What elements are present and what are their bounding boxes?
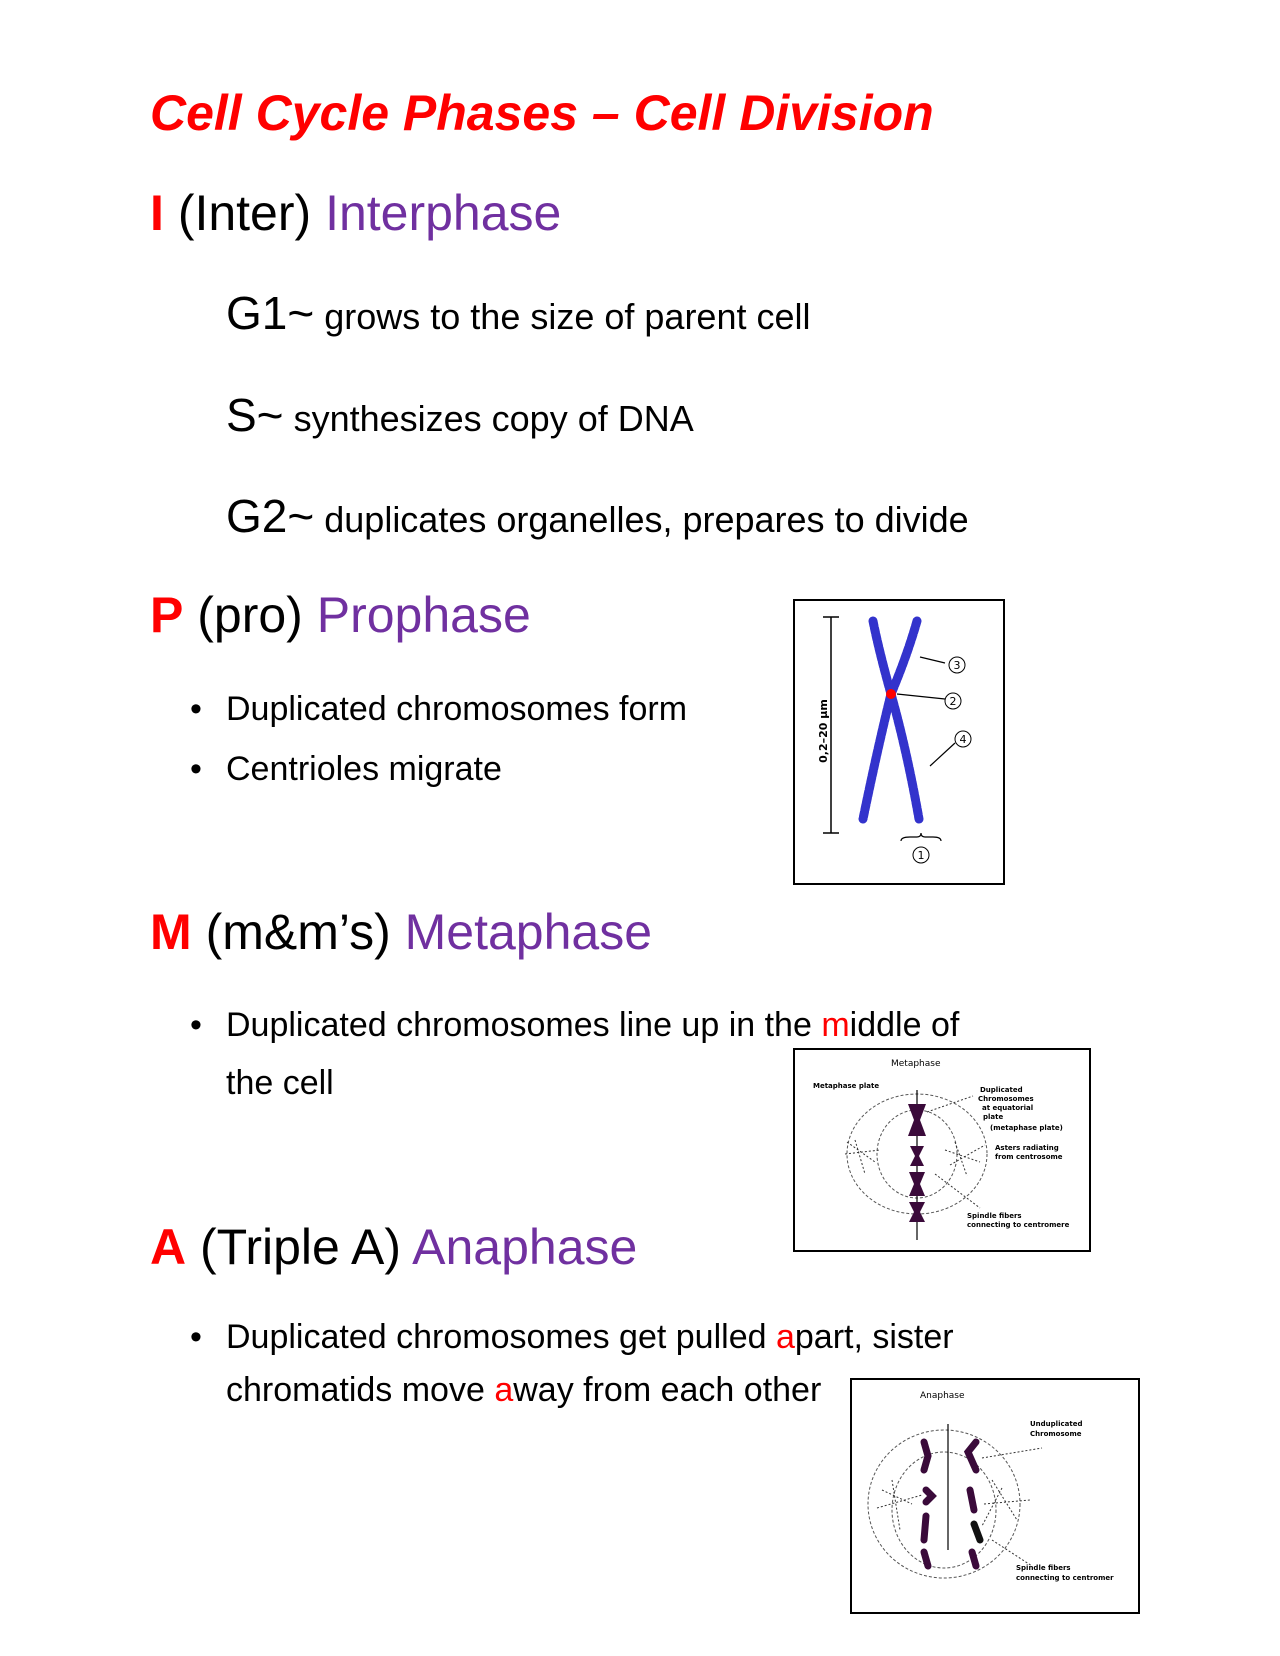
label-line: from centrosome (995, 1153, 1063, 1161)
bullet-text: Duplicated chromosomes form (226, 690, 688, 728)
stage-g2: G2~ duplicates organelles, prepares to d… (226, 493, 969, 539)
label-2: 2 (950, 695, 957, 708)
bullet-continuation: the cell (226, 1064, 334, 1102)
label-1: 1 (918, 849, 925, 862)
bullet-text: Centrioles migrate (226, 750, 502, 788)
highlight-letter: a (775, 1318, 795, 1356)
phase-name: Metaphase (404, 904, 653, 960)
figure-title: Anaphase (920, 1391, 965, 1401)
stage-key: G1~ (226, 287, 315, 339)
label-4: 4 (960, 733, 967, 746)
label-line: Asters radiating (995, 1144, 1059, 1152)
chromosome-figure: 0,2–20 µm 3 2 4 1 (793, 599, 1005, 885)
label-line: (metaphase plate) (990, 1124, 1063, 1132)
bullet-item: •Duplicated chromosomes get pulled apart… (190, 1318, 954, 1356)
label-3: 3 (954, 659, 961, 672)
bullet-text: part, sister (794, 1318, 954, 1356)
stage-g1: G1~ grows to the size of parent cell (226, 290, 811, 336)
page-title: Cell Cycle Phases – Cell Division (150, 85, 934, 141)
phase-mnemonic: (pro) (197, 587, 303, 643)
phase-letter: P (150, 587, 184, 643)
bullet-text: Duplicated chromosomes get pulled (226, 1318, 776, 1356)
bullet-text: iddle of (849, 1006, 960, 1044)
prophase-heading: P (pro) Prophase (150, 590, 531, 640)
phase-mnemonic: (Inter) (177, 185, 312, 241)
phase-mnemonic: (Triple A) (200, 1219, 401, 1275)
highlight-letter: m (821, 1006, 850, 1044)
label-line: connecting to centromere (967, 1221, 1070, 1229)
phase-letter: A (150, 1219, 187, 1275)
label-line: Spindle fibers (1016, 1564, 1071, 1572)
stage-text: duplicates organelles, prepares to divid… (324, 499, 969, 540)
bullet-item: •Duplicated chromosomes form (190, 690, 688, 728)
label-line: Duplicated (980, 1086, 1023, 1094)
metaphase-figure: Metaphase Metaphase plate Duplicated Chr… (793, 1048, 1091, 1252)
bullet-continuation: chromatids move away from each other (226, 1373, 821, 1407)
stage-s: S~ synthesizes copy of DNA (226, 392, 694, 438)
interphase-heading: I (Inter) Interphase (150, 188, 561, 238)
label-line: Spindle fibers (967, 1212, 1022, 1220)
plate-label: Metaphase plate (813, 1082, 879, 1090)
phase-name: Prophase (316, 587, 531, 643)
phase-letter: I (150, 185, 164, 241)
bullet-text: way from each other (513, 1371, 822, 1409)
chromatid-left (858, 616, 896, 824)
stage-key: S~ (226, 389, 284, 441)
phase-letter: M (150, 904, 192, 960)
phase-name: Interphase (325, 185, 562, 241)
centromere-dot (886, 689, 896, 699)
label-line: plate (983, 1113, 1003, 1121)
phase-name: Anaphase (412, 1219, 638, 1275)
stage-text: grows to the size of parent cell (324, 296, 811, 337)
label-line: Unduplicated (1030, 1420, 1082, 1428)
anaphase-figure: Anaphase Unduplicated Chromosome Spindle… (850, 1378, 1140, 1614)
bullet-text: Duplicated chromosomes line up in the (226, 1006, 822, 1044)
scale-label: 0,2–20 µm (817, 699, 830, 763)
bullet-text: chromatids move (226, 1371, 495, 1409)
anaphase-heading: A (Triple A) Anaphase (150, 1222, 637, 1272)
stage-text: synthesizes copy of DNA (293, 398, 694, 439)
chromatid-right (886, 616, 924, 824)
metaphase-heading: M (m&m’s) Metaphase (150, 907, 652, 957)
phase-mnemonic: (m&m’s) (205, 904, 391, 960)
figure-title: Metaphase (891, 1059, 941, 1069)
stage-key: G2~ (226, 490, 315, 542)
label-line: Chromosomes (978, 1095, 1034, 1103)
bullet-item: •Duplicated chromosomes line up in the m… (190, 1006, 960, 1044)
bullet-item: •Centrioles migrate (190, 750, 502, 788)
label-line: at equatorial (982, 1104, 1033, 1112)
label-line: Chromosome (1030, 1430, 1082, 1438)
highlight-letter: a (494, 1371, 514, 1409)
label-line: connecting to centromer (1016, 1574, 1114, 1582)
